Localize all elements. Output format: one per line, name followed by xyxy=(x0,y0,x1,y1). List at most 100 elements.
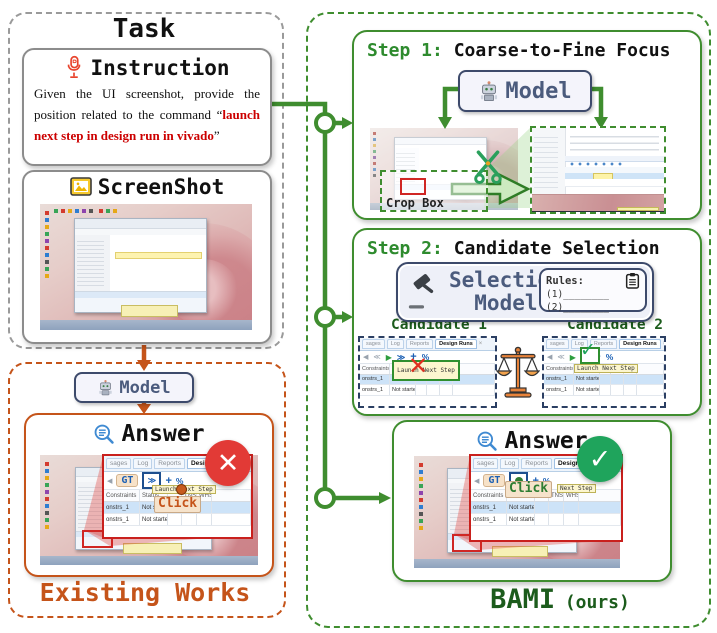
bami-zoom-inset: sages Log Reports Design Runs ◀ GT + % C… xyxy=(469,454,623,542)
instruction-text-prefix: Given the UI screenshot, provide the pos… xyxy=(34,86,260,122)
step1-title: Step 1: Coarse-to-Fine Focus xyxy=(367,40,670,61)
existing-works-label: Existing Works xyxy=(39,578,251,607)
cross-mark: ✕ xyxy=(408,352,429,380)
click-point xyxy=(176,484,187,495)
forward-icon: ≫ xyxy=(396,352,406,362)
task-screenshot-mock xyxy=(40,204,252,330)
percent-icon: % xyxy=(543,476,551,486)
selection-model-chip: Selection Model Rules: (1)________ (2)__… xyxy=(396,262,654,322)
tab-design-runs: Design Runs xyxy=(619,339,661,349)
existing-model-label: Model xyxy=(119,377,171,398)
crop-box-label: Crop Box xyxy=(386,196,444,210)
microphone-icon xyxy=(68,55,81,78)
crop-box-red xyxy=(82,530,113,548)
click-target-dot xyxy=(514,476,523,485)
screenshot-card: ScreenShot xyxy=(22,170,272,344)
bami-answer-card: Answer sages Log Reports Design Runs xyxy=(392,420,672,582)
close-icon: × xyxy=(478,341,483,347)
console-header xyxy=(74,291,207,299)
highlight-line xyxy=(115,251,202,259)
tab-log: Log xyxy=(386,339,404,349)
step2-card: Step 2: Candidate Selection Selection Mo… xyxy=(352,228,702,416)
tooltip-strip xyxy=(492,545,548,557)
step1-name: Coarse-to-Fine Focus xyxy=(453,40,671,61)
tab-reports: Reports xyxy=(521,458,552,469)
col-spacer xyxy=(212,490,251,501)
gavel-icon xyxy=(408,274,434,309)
screenshot-title: ScreenShot xyxy=(97,175,225,199)
search-answer-icon xyxy=(95,424,115,444)
grid-row-mock xyxy=(565,179,664,187)
col-constraints: Constraints xyxy=(104,490,140,501)
check-mark: ✓ xyxy=(580,339,596,361)
tab-messages: sages xyxy=(473,458,499,469)
step2-title: Step 2: Candidate Selection xyxy=(367,238,660,259)
crop-box-red xyxy=(452,534,482,552)
step1-prefix: Step 1: xyxy=(367,40,443,61)
robot-icon xyxy=(99,379,113,396)
rules-title: Rules: xyxy=(546,274,584,287)
desktop-icons-column xyxy=(419,463,423,467)
plus-icon: + xyxy=(165,474,172,487)
rewind-icon: ≪ xyxy=(557,354,565,361)
step2-name: Candidate Selection xyxy=(453,238,660,259)
wrong-badge: ✕ xyxy=(205,440,251,486)
form-lines-mock xyxy=(570,131,659,154)
next-step-tooltip: Next Step xyxy=(557,484,596,493)
balance-scale-icon xyxy=(496,346,540,398)
play-icon: ▶ xyxy=(385,352,392,362)
launch-tooltip: Launch Next Step xyxy=(574,364,638,373)
window-main xyxy=(110,234,207,292)
prev-icon: ◀ xyxy=(547,354,553,361)
tab-messages: sages xyxy=(362,339,385,349)
tab-design-runs: Design Runs xyxy=(435,339,477,349)
col-spacer xyxy=(168,490,182,501)
selection-model-label: Selection Model xyxy=(449,267,563,315)
tab-log: Log xyxy=(500,458,520,469)
plus-icon: + xyxy=(410,351,417,363)
prev-icon: ◀ xyxy=(107,477,113,485)
prev-icon: ◀ xyxy=(363,354,369,361)
screenshot-header: ScreenShot xyxy=(24,175,270,199)
app-window xyxy=(73,217,208,314)
instruction-text-suffix: ” xyxy=(213,127,220,143)
desktop-icons-column xyxy=(45,462,49,466)
candidate1-choice-box: Launch Next Step xyxy=(392,360,460,381)
tab-reports: Reports xyxy=(589,339,618,349)
tooltip-strip xyxy=(122,543,182,554)
task-title: Task xyxy=(112,14,176,44)
bami-answer-header: Answer xyxy=(394,428,670,454)
grid-row-highlight xyxy=(565,172,664,180)
correct-badge: ✓ xyxy=(577,436,623,482)
window-sidebar xyxy=(74,234,112,292)
bami-label: BAMI (ours) xyxy=(380,584,717,615)
cross-icon: ✕ xyxy=(216,447,240,479)
existing-answer-title: Answer xyxy=(121,421,205,447)
check-icon: ✓ xyxy=(588,443,612,475)
robot-icon xyxy=(481,81,498,101)
forward-icon: ≫ xyxy=(147,476,157,485)
tab-messages: sages xyxy=(546,339,569,349)
instruction-text: Given the UI screenshot, provide the pos… xyxy=(34,84,260,146)
instruction-title: Instruction xyxy=(90,56,230,80)
taskbar xyxy=(40,556,258,565)
prev-icon: ◀ xyxy=(474,477,480,485)
window-titlebar xyxy=(74,218,207,230)
scissors-icon xyxy=(474,150,502,184)
rule-item-2: (2)________ xyxy=(546,301,609,313)
image-icon xyxy=(69,177,92,196)
sidebar-mock xyxy=(532,128,566,196)
tab-reports: Reports xyxy=(154,458,185,469)
tooltip-strip xyxy=(120,305,178,318)
instruction-header: Instruction xyxy=(24,55,270,81)
bami-name: BAMI xyxy=(490,584,556,615)
toolbar-mock xyxy=(567,160,624,167)
tab-log: Log xyxy=(570,339,588,349)
step1-model-chip: Model xyxy=(458,70,592,112)
percent-icon: % xyxy=(421,352,430,362)
candidate2-choice-box xyxy=(580,347,600,364)
target-box: ≫ xyxy=(142,472,162,489)
step1-model-label: Model xyxy=(505,78,572,104)
